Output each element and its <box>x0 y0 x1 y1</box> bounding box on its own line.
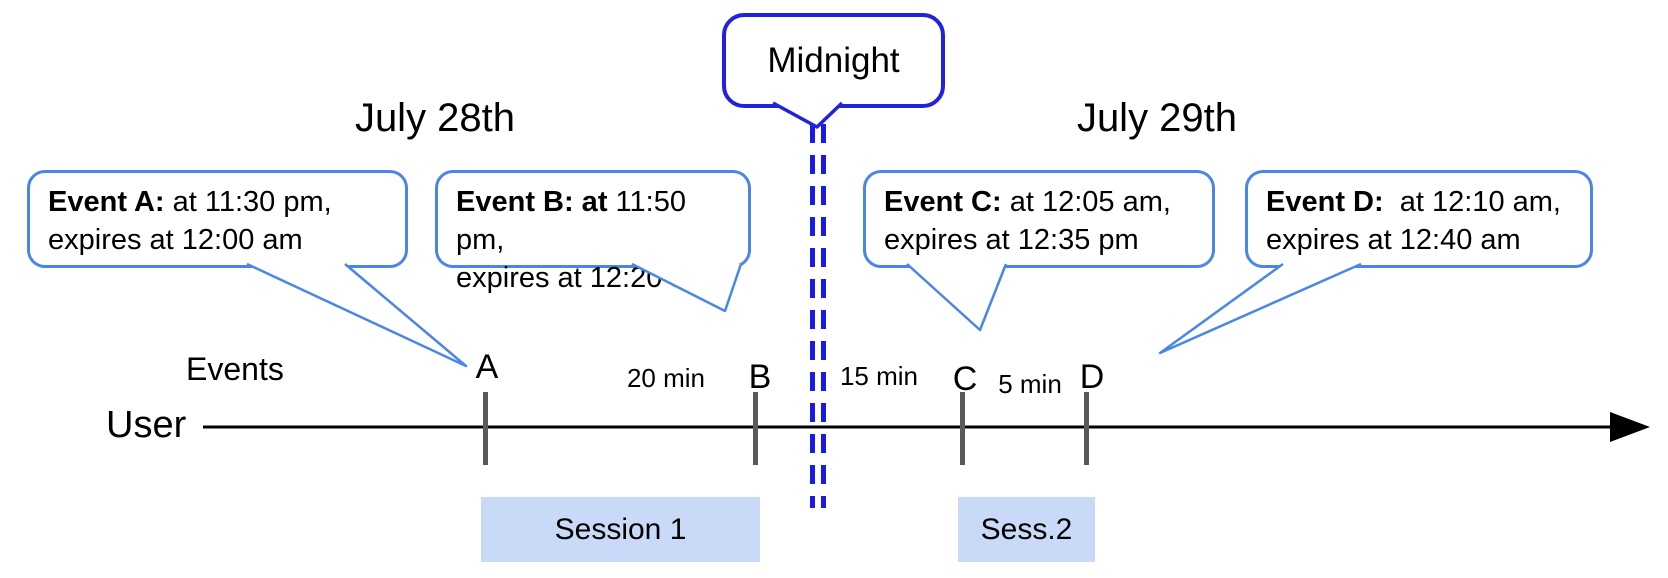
event-d-tail <box>1158 262 1362 355</box>
midnight-label: Midnight <box>767 40 900 80</box>
midnight-callout: Midnight <box>722 13 945 108</box>
date-july-29: July 29th <box>1076 96 1238 140</box>
session-2-label: Sess.2 <box>980 512 1073 546</box>
tick-label-c: C <box>952 360 978 398</box>
timeline-arrowhead-icon <box>1610 412 1650 442</box>
event-c-callout: Event C: at 12:05 am,expires at 12:35 pm <box>863 170 1215 268</box>
gap-15min-label: 15 min <box>839 361 919 391</box>
event-a-line2: expires at 12:00 am <box>48 224 303 256</box>
tick-label-a: A <box>475 348 499 386</box>
event-a-time: at 11:30 pm, <box>164 186 332 218</box>
event-a-line1: Event A: at 11:30 pm, <box>48 183 389 221</box>
event-d-line2: expires at 12:40 am <box>1266 224 1521 256</box>
event-b-line1: Event B: at 11:50 pm, <box>456 183 732 259</box>
event-d-time: at 12:10 am, <box>1383 186 1561 218</box>
session-2-box: Sess.2 <box>958 497 1095 562</box>
date-july-28: July 28th <box>354 96 516 140</box>
events-row-label: Events <box>186 351 284 387</box>
event-c-time: at 12:05 am, <box>1001 186 1171 218</box>
event-c-line2: expires at 12:35 pm <box>884 224 1139 256</box>
gap-20min-label: 20 min <box>626 363 706 393</box>
event-c-line1: Event C: at 12:05 am, <box>884 183 1196 221</box>
event-a-title: Event A: <box>48 186 165 218</box>
event-b-callout: Event B: at 11:50 pm,expires at 12:20 am <box>435 170 751 294</box>
session-1-label: Session 1 <box>554 512 687 546</box>
tick-label-b: B <box>748 358 772 396</box>
event-d-line1: Event D: at 12:10 am, <box>1266 183 1574 221</box>
gap-5min-label: 5 min <box>998 369 1062 399</box>
tick-label-d: D <box>1079 358 1105 396</box>
session-1-box: Session 1 <box>481 497 760 562</box>
event-d-title: Event D: <box>1266 186 1384 218</box>
event-d-callout: Event D: at 12:10 am,expires at 12:40 am <box>1245 170 1593 268</box>
event-b-time: 11:50 pm, <box>456 186 695 256</box>
event-b-line2: expires at 12:20 am <box>456 262 711 294</box>
event-c-tail <box>906 263 1008 332</box>
event-a-callout: Event A: at 11:30 pm,expires at 12:00 am <box>27 170 408 268</box>
user-row-label: User <box>106 404 187 446</box>
event-c-title: Event C: <box>884 186 1002 218</box>
event-b-title: Event B: at <box>456 186 608 218</box>
